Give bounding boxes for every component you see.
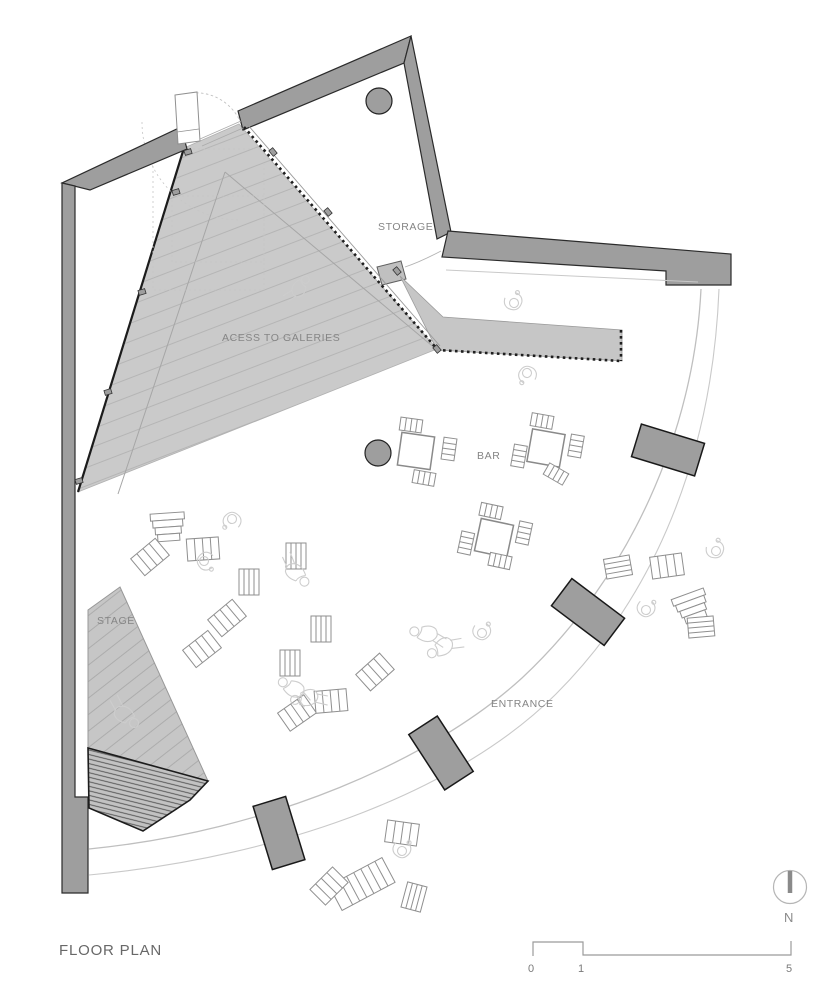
stage-stairs: [87, 746, 210, 832]
glass-mullion-clips: [74, 147, 442, 485]
bar-chair: [542, 462, 570, 486]
ramp-left-glass-edge: [76, 147, 186, 493]
floor-cushions: [130, 511, 716, 913]
wall-top-right: [441, 230, 732, 286]
glass-wall-dashed: [243, 126, 438, 350]
facade-pillar: [252, 795, 306, 871]
stage: [87, 586, 210, 832]
counter-end-block: [376, 260, 407, 286]
entrance-label: ENTRANCE: [491, 698, 554, 710]
bar-chair: [529, 412, 555, 430]
scale-bar: 0 1 5: [528, 941, 792, 975]
bar-chair: [567, 433, 585, 459]
storage-label: STORAGE: [378, 221, 433, 233]
person-figure: [471, 621, 493, 642]
ramp-guide-dashed-2: [171, 195, 265, 263]
bench: [355, 652, 395, 692]
pouf: [602, 554, 634, 580]
access-ramp: [76, 121, 438, 495]
bench: [207, 598, 247, 638]
wall-top-door-to-apex: [237, 34, 412, 131]
facade-pillar: [408, 715, 474, 791]
counter-body: [399, 275, 623, 362]
room-labels: STORAGE ACESS TO GALERIES BAR STAGE ENTR…: [97, 221, 554, 710]
facade-arc-inner: [88, 288, 702, 850]
scale-bar-line: [532, 941, 792, 956]
scale-tick-0: 0: [528, 963, 534, 975]
person-figure: [702, 536, 729, 563]
person-figure: [501, 289, 527, 314]
bar-table: [396, 431, 436, 471]
north-indicator: N: [772, 869, 808, 925]
bench: [313, 688, 349, 714]
bench: [185, 536, 221, 562]
storage-opening-line: [404, 250, 442, 268]
bar-label: BAR: [477, 450, 500, 462]
pouf: [310, 615, 332, 643]
bar-chair: [510, 443, 528, 469]
person-figure: [221, 511, 242, 530]
bar-chair: [440, 436, 458, 462]
column-bar: [364, 439, 392, 467]
bar-tables: [396, 412, 585, 571]
wall-top-left-diagonal: [60, 126, 188, 191]
scale-tick-1: 1: [578, 963, 584, 975]
entry-door: [174, 91, 244, 147]
facade-pillar: [630, 423, 706, 477]
pouf: [279, 649, 301, 677]
bar-chair: [411, 469, 437, 487]
pouf: [400, 881, 428, 913]
drawing-title: FLOOR PLAN: [59, 942, 162, 959]
person-figure: [423, 630, 466, 663]
pouf: [686, 615, 716, 639]
north-label: N: [784, 910, 793, 925]
door-threshold: [199, 120, 242, 140]
bench: [277, 694, 317, 732]
access-to-galleries-label: ACESS TO GALERIES: [222, 332, 340, 344]
bar-chair: [456, 530, 476, 556]
door-swing-guide-dashed: [141, 121, 241, 221]
bar-table: [473, 517, 515, 559]
scale-tick-5: 5: [786, 963, 792, 975]
wall-left-vertical: [61, 182, 89, 894]
pouf: [238, 568, 260, 596]
wall-inner-face-line: [445, 269, 699, 283]
bar-chair: [398, 416, 424, 434]
bench: [182, 629, 222, 669]
bench: [384, 819, 420, 847]
person-figure: [515, 363, 539, 386]
bar-table: [526, 428, 566, 468]
person-figure: [636, 599, 657, 618]
walls: [60, 34, 732, 894]
ramp-inner-edge: [117, 171, 438, 495]
bar-chair: [478, 501, 504, 521]
stage-label: STAGE: [97, 615, 135, 627]
wall-apex-to-storage: [403, 35, 452, 240]
step-bench: [149, 511, 187, 543]
person-figure: [407, 620, 450, 649]
column-storage: [365, 87, 393, 115]
bar-chair: [487, 551, 513, 571]
counter-front-dashed: [436, 330, 623, 363]
facade-pillars: [252, 423, 706, 871]
bench: [649, 552, 685, 580]
ramp-glass-wall: [243, 123, 441, 350]
door-leaf: [174, 91, 201, 145]
bar-chair: [514, 520, 534, 546]
bench: [130, 537, 170, 577]
bar-counter: [376, 260, 623, 363]
